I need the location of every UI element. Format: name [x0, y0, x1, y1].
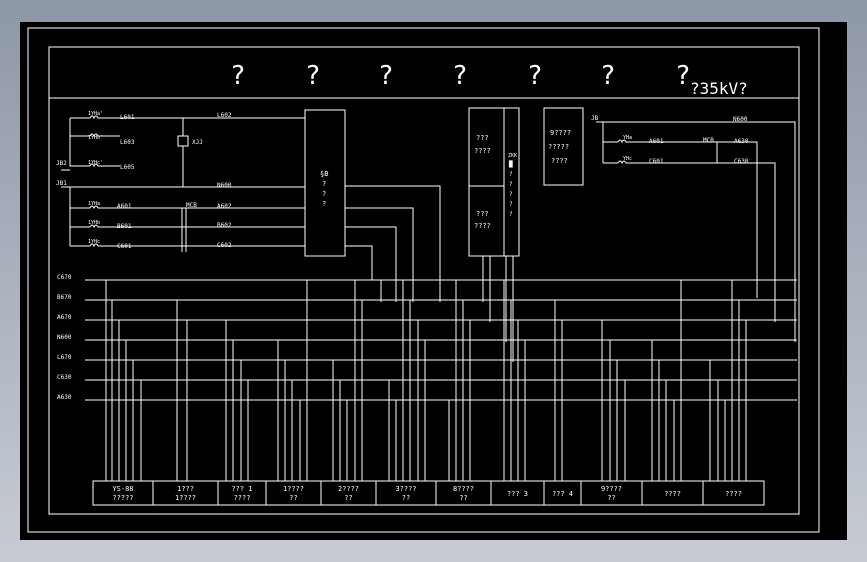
terminal-sublabel: 1????	[175, 494, 196, 502]
bus-label: C670	[57, 274, 72, 281]
switch-label: MCB	[186, 202, 197, 209]
middle-upper-1: ????	[474, 147, 491, 155]
middle-lower-0: ???	[476, 210, 489, 218]
right-wire-a630: A630	[734, 138, 749, 145]
terminal-sublabel: ??	[459, 494, 467, 502]
bus-label: N600	[57, 334, 72, 341]
wire-label-n600: N600	[217, 182, 232, 189]
phase-label-b601: B601	[117, 223, 132, 230]
terminal-sublabel: ????	[234, 494, 251, 502]
jumper-label-jb: JB	[591, 115, 599, 122]
terminal-sublabel: ??	[289, 494, 297, 502]
right-wire-c630: C630	[734, 158, 749, 165]
terminal-label: 3????	[395, 485, 416, 493]
title-char-1: ?	[305, 61, 321, 91]
terminal-sublabel: ?????	[112, 494, 133, 502]
terminal-sublabel: ??	[344, 494, 352, 502]
bus-label: B670	[57, 294, 72, 301]
terminal-sublabel: ??	[402, 494, 410, 502]
inner-border	[48, 46, 800, 515]
wire-label-l603: L603	[120, 139, 135, 146]
terminal-label: ??? 3	[507, 490, 528, 498]
phase-label-c601: C601	[117, 243, 132, 250]
title-bar: ? ? ? ? ? ? ? ?35kV?	[230, 61, 748, 98]
coil-label-4: 1YHa	[88, 201, 100, 207]
wire-label-l602: L602	[217, 112, 232, 119]
terminal-label: ??? 4	[552, 490, 573, 498]
terminal-label: 1???	[177, 485, 194, 493]
title-char-6: ?	[675, 61, 691, 91]
terminal-label: 2????	[338, 485, 359, 493]
cad-drawing-canvas[interactable]: ? ? ? ? ? ? ? ?35kV?	[20, 22, 847, 540]
terminal-sublabel: ??	[607, 494, 615, 502]
right-coil-yhc: YHc	[623, 156, 632, 162]
middle-box: ??? ???? ??? ???? ZKK █ ? ? ? ? ?	[468, 107, 520, 257]
title-char-2: ?	[378, 61, 394, 91]
wire-label-l601: L601	[120, 114, 135, 121]
middle-upper-0: ???	[476, 134, 489, 142]
wire-label-l605: L605	[120, 164, 135, 171]
coil-label-2: 1YHb'	[88, 135, 103, 141]
title-char-0: ?	[230, 61, 246, 91]
middle-side-1: █	[508, 160, 513, 168]
wire-label-b602: B602	[217, 222, 232, 229]
small-box-line-2: ????	[551, 157, 568, 165]
terminal-label: 8????	[453, 485, 474, 493]
bus-label: A630	[57, 394, 72, 401]
wire-label-c602: C602	[217, 242, 232, 249]
terminal-label: 1????	[283, 485, 304, 493]
right-phase-a601: A601	[649, 138, 664, 145]
bus-label: C630	[57, 374, 72, 381]
coil-label-3: 1YHc'	[88, 160, 103, 166]
coil-label-1: 1YHa'	[88, 111, 103, 117]
middle-side-0: ZKK	[508, 153, 517, 159]
right-wire-n600: N600	[733, 116, 748, 123]
small-box: 9???? ????? ????	[543, 107, 584, 186]
terminal-block	[702, 480, 765, 506]
phase-label-a601: A601	[117, 203, 132, 210]
terminal-label: ??? 1	[231, 485, 252, 493]
coil-label-5: 1YHb	[88, 220, 100, 226]
middle-side-5: ?	[509, 201, 513, 208]
center-box-line-3: ?	[322, 200, 326, 208]
right-phase-c601: C601	[649, 158, 664, 165]
pt-secondary-circuit-left: L601 L603 L605 L602 N600 A602 B602 C602 …	[56, 111, 305, 252]
terminal-label: YS-88	[112, 485, 133, 493]
title-char-3: ?	[452, 61, 468, 91]
center-box-line-2: ?	[322, 190, 326, 198]
terminal-label: 9????	[601, 485, 622, 493]
title-suffix: ?35kV?	[690, 79, 748, 98]
small-box-line-0: 9????	[550, 129, 571, 137]
terminal-drops	[105, 280, 747, 481]
terminal-label: ????	[664, 490, 681, 498]
middle-side-6: ?	[509, 211, 513, 218]
pt-secondary-circuit-right: JB N600 A630 C630 A601 C601 YHa YHc MCB	[591, 115, 796, 342]
terminal-label: ????	[725, 490, 742, 498]
jumper-label-jb2: JB2	[56, 160, 67, 167]
coil-label-6: 1YHc	[88, 239, 100, 245]
right-switch-label: MCB	[703, 137, 714, 144]
center-box-line-0: §B	[320, 170, 328, 178]
jumper-label-jb1: JB1	[56, 180, 67, 187]
schematic-drawing: ? ? ? ? ? ? ? ?35kV?	[27, 27, 820, 533]
relay-label: XJJ	[192, 139, 203, 146]
center-box-line-1: ?	[322, 180, 326, 188]
terminal-strip: YS-88?????1???1??????? 1????1??????2????…	[92, 480, 765, 506]
bus-label: A670	[57, 314, 72, 321]
wire-label-a602: A602	[217, 203, 232, 210]
title-char-4: ?	[527, 61, 543, 91]
right-coil-yha: YHa	[623, 135, 632, 141]
middle-side-2: ?	[509, 171, 513, 178]
bus-label: L670	[57, 354, 72, 361]
outer-border	[27, 27, 820, 533]
title-char-5: ?	[600, 61, 616, 91]
middle-lower-1: ????	[474, 222, 491, 230]
middle-side-4: ?	[509, 191, 513, 198]
center-box: §B ? ? ?	[304, 109, 346, 257]
small-box-line-1: ?????	[548, 143, 569, 151]
middle-side-3: ?	[509, 181, 513, 188]
